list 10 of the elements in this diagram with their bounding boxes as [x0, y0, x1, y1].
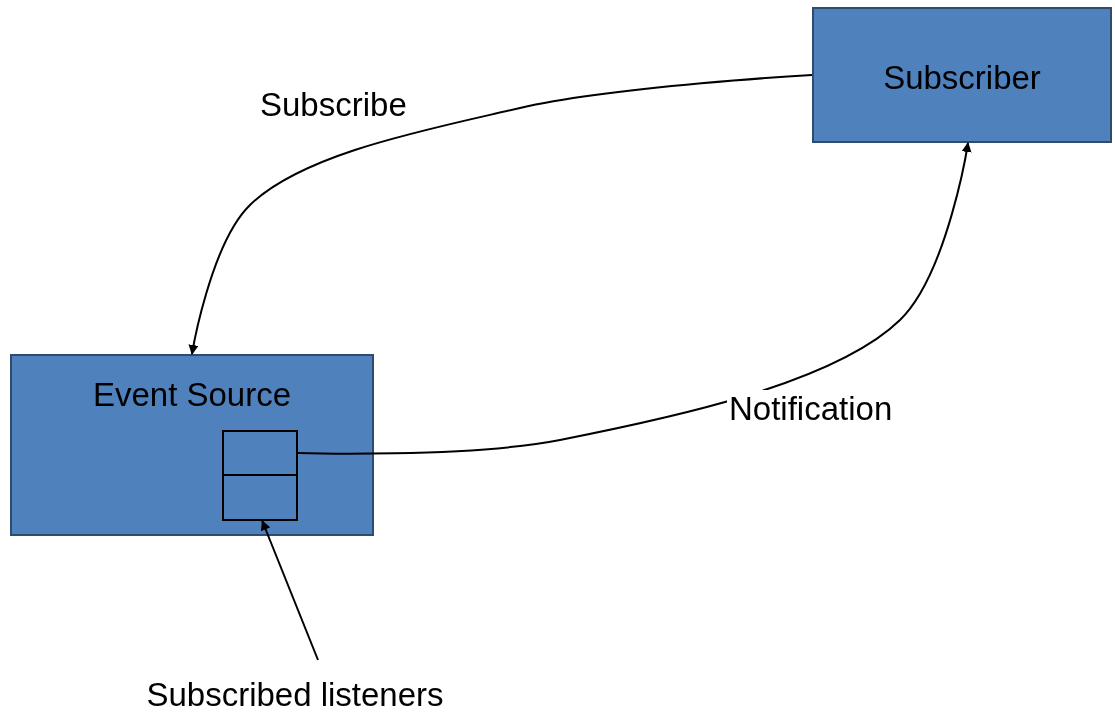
curved-arrow [297, 142, 972, 455]
component-box [10, 354, 374, 536]
box-label: Subscriber [882, 59, 1042, 97]
list-slot [222, 474, 298, 521]
leader-arrow [261, 520, 319, 661]
component-box [812, 7, 1112, 143]
curved-arrow [188, 74, 813, 355]
caption-text: Subscribed listeners [90, 676, 500, 718]
box-label: Event Source [91, 376, 293, 414]
list-slot [222, 430, 298, 476]
